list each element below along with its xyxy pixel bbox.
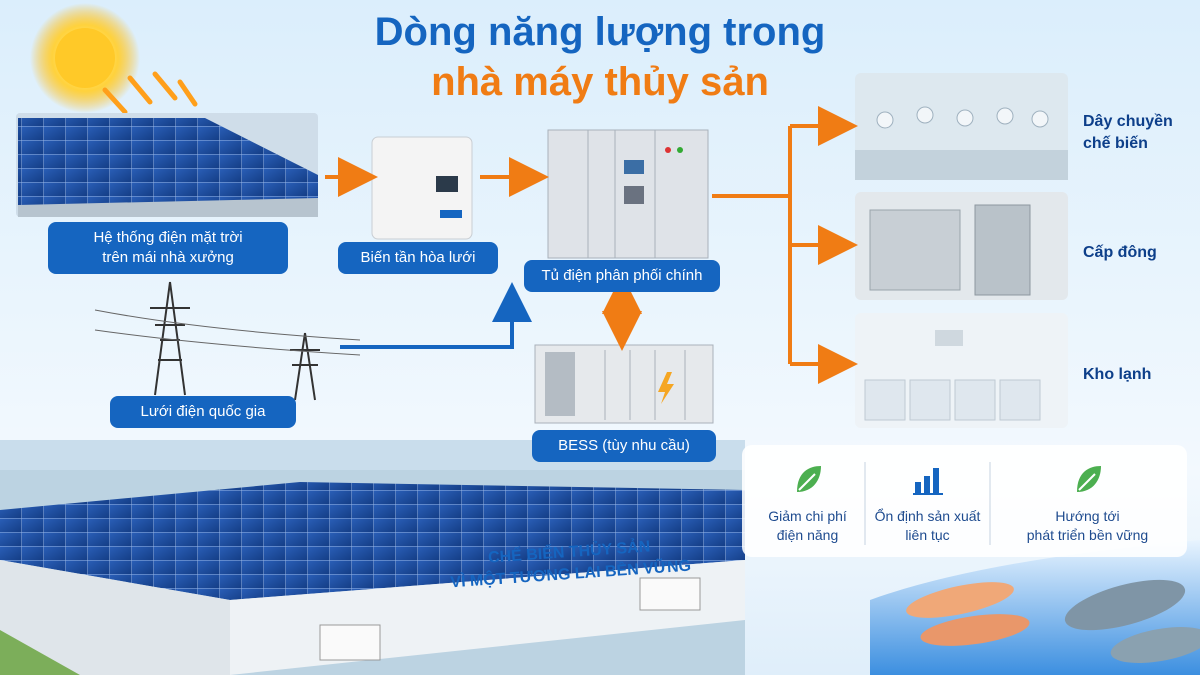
output-label-processing: Dây chuyền chế biến: [1083, 113, 1173, 152]
solar-roof-image: [16, 113, 318, 217]
inverter-label: Biến tần hòa lưới: [338, 242, 498, 274]
cold-storage-image: [855, 313, 1068, 428]
benefit-cost: Giảm chi phí điện năng: [755, 462, 860, 545]
freezer-image: [855, 192, 1068, 300]
bess-label: BESS (tùy nhu cầu): [532, 430, 716, 462]
benefit-stable-text: Ổn định sản xuất liên tục: [874, 508, 981, 543]
bar-chart-icon: [912, 468, 943, 495]
page-title-line2: nhà máy thủy sản: [431, 60, 769, 104]
factory-image: [0, 440, 745, 675]
output-label-cold-storage: Kho lạnh: [1083, 366, 1152, 383]
page-title-line1: Dòng năng lượng trong: [374, 10, 826, 54]
arrow-grid-to-panel: [340, 282, 532, 349]
benefit-sustainable-text: Hướng tới phát triển bền vững: [1026, 508, 1149, 543]
output-label-freezing: Cấp đông: [1083, 244, 1157, 261]
sun-icon: [30, 3, 198, 115]
main-panel-image: [547, 129, 709, 259]
benefits-panel: [742, 445, 1187, 557]
seafood-image: [870, 540, 1200, 675]
bess-image: [534, 344, 714, 424]
processing-line-image: [855, 73, 1068, 180]
leaf-icon: [1076, 466, 1101, 492]
benefit-sustainable: Hướng tới phát triển bền vững: [995, 462, 1180, 545]
benefit-cost-text: Giảm chi phí điện năng: [768, 508, 847, 543]
benefit-stable: Ổn định sản xuất liên tục: [870, 462, 985, 545]
leaf-icon: [796, 466, 821, 492]
transmission-tower-image: [94, 281, 361, 401]
grid-label: Lưới điện quốc gia: [110, 396, 296, 428]
main-panel-label: Tủ điện phân phối chính: [524, 260, 720, 292]
solar-label: Hệ thống điện mặt trời trên mái nhà xưởn…: [48, 222, 288, 274]
